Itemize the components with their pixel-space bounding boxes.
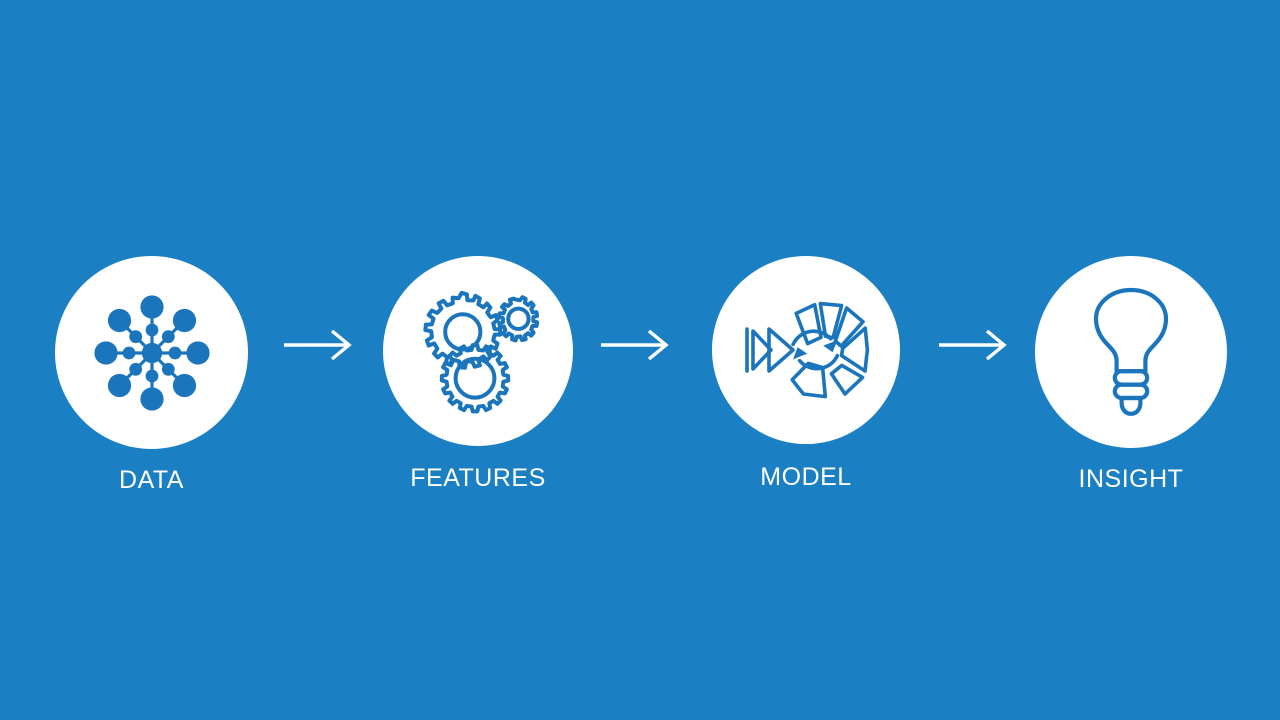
lightbulb-icon — [1093, 287, 1169, 416]
process-step-data[interactable]: DATA — [55, 256, 248, 493]
arrow-right-icon — [284, 330, 352, 360]
play-arrow-mark — [745, 327, 795, 373]
process-step-features[interactable]: FEATURES — [383, 256, 573, 491]
step-label-data: DATA — [119, 466, 184, 494]
step-disc-data — [55, 256, 248, 449]
step-disc-features — [383, 256, 573, 446]
arrow-right-icon — [601, 330, 669, 360]
model-wedges-icon — [745, 301, 870, 399]
process-step-model[interactable]: MODEL — [712, 256, 900, 490]
connector-model-to-insight — [937, 330, 1009, 360]
gears-icon — [423, 290, 540, 414]
step-label-features: FEATURES — [410, 464, 546, 492]
step-label-insight: INSIGHT — [1078, 465, 1184, 493]
wedge-segments — [790, 301, 870, 399]
refresh-cycle-arrow — [791, 329, 840, 371]
step-disc-insight — [1035, 256, 1227, 448]
arrow-right-icon — [939, 330, 1007, 360]
step-label-model: MODEL — [760, 463, 852, 491]
process-step-insight[interactable]: INSIGHT — [1035, 256, 1227, 492]
connector-features-to-model — [599, 330, 671, 360]
network-hub-icon — [93, 294, 210, 411]
step-disc-model — [712, 256, 900, 444]
connector-data-to-features — [282, 330, 354, 360]
